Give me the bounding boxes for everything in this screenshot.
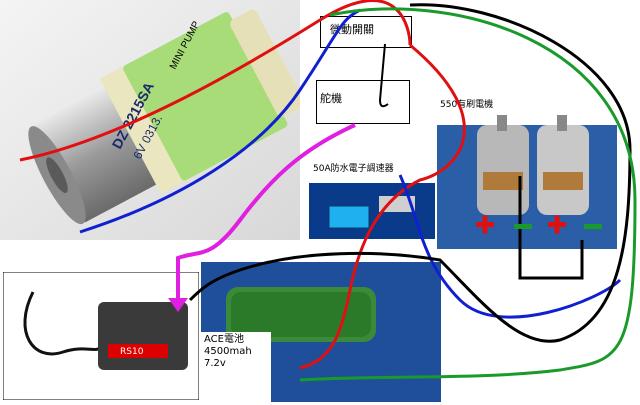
receiver-label: RS10 (120, 347, 144, 357)
servo-label: 舵機 (320, 92, 342, 105)
motors-550-photo (437, 97, 617, 249)
esc-label: 50A防水電子調速器 (313, 164, 394, 174)
pump-photo: MINI PUMP DZ 2215SA 6V 0313. (0, 0, 300, 240)
receiver-photo (3, 272, 199, 400)
micro-switch-label: 微動開關 (330, 23, 374, 36)
battery-label-line3: 7.2v (204, 358, 226, 369)
motors-550-label: 550有刷電機 (440, 100, 494, 110)
battery-photo (201, 262, 441, 402)
battery-label-line2: 4500mah (204, 346, 252, 357)
battery-label-line1: ACE電池 (204, 334, 244, 345)
